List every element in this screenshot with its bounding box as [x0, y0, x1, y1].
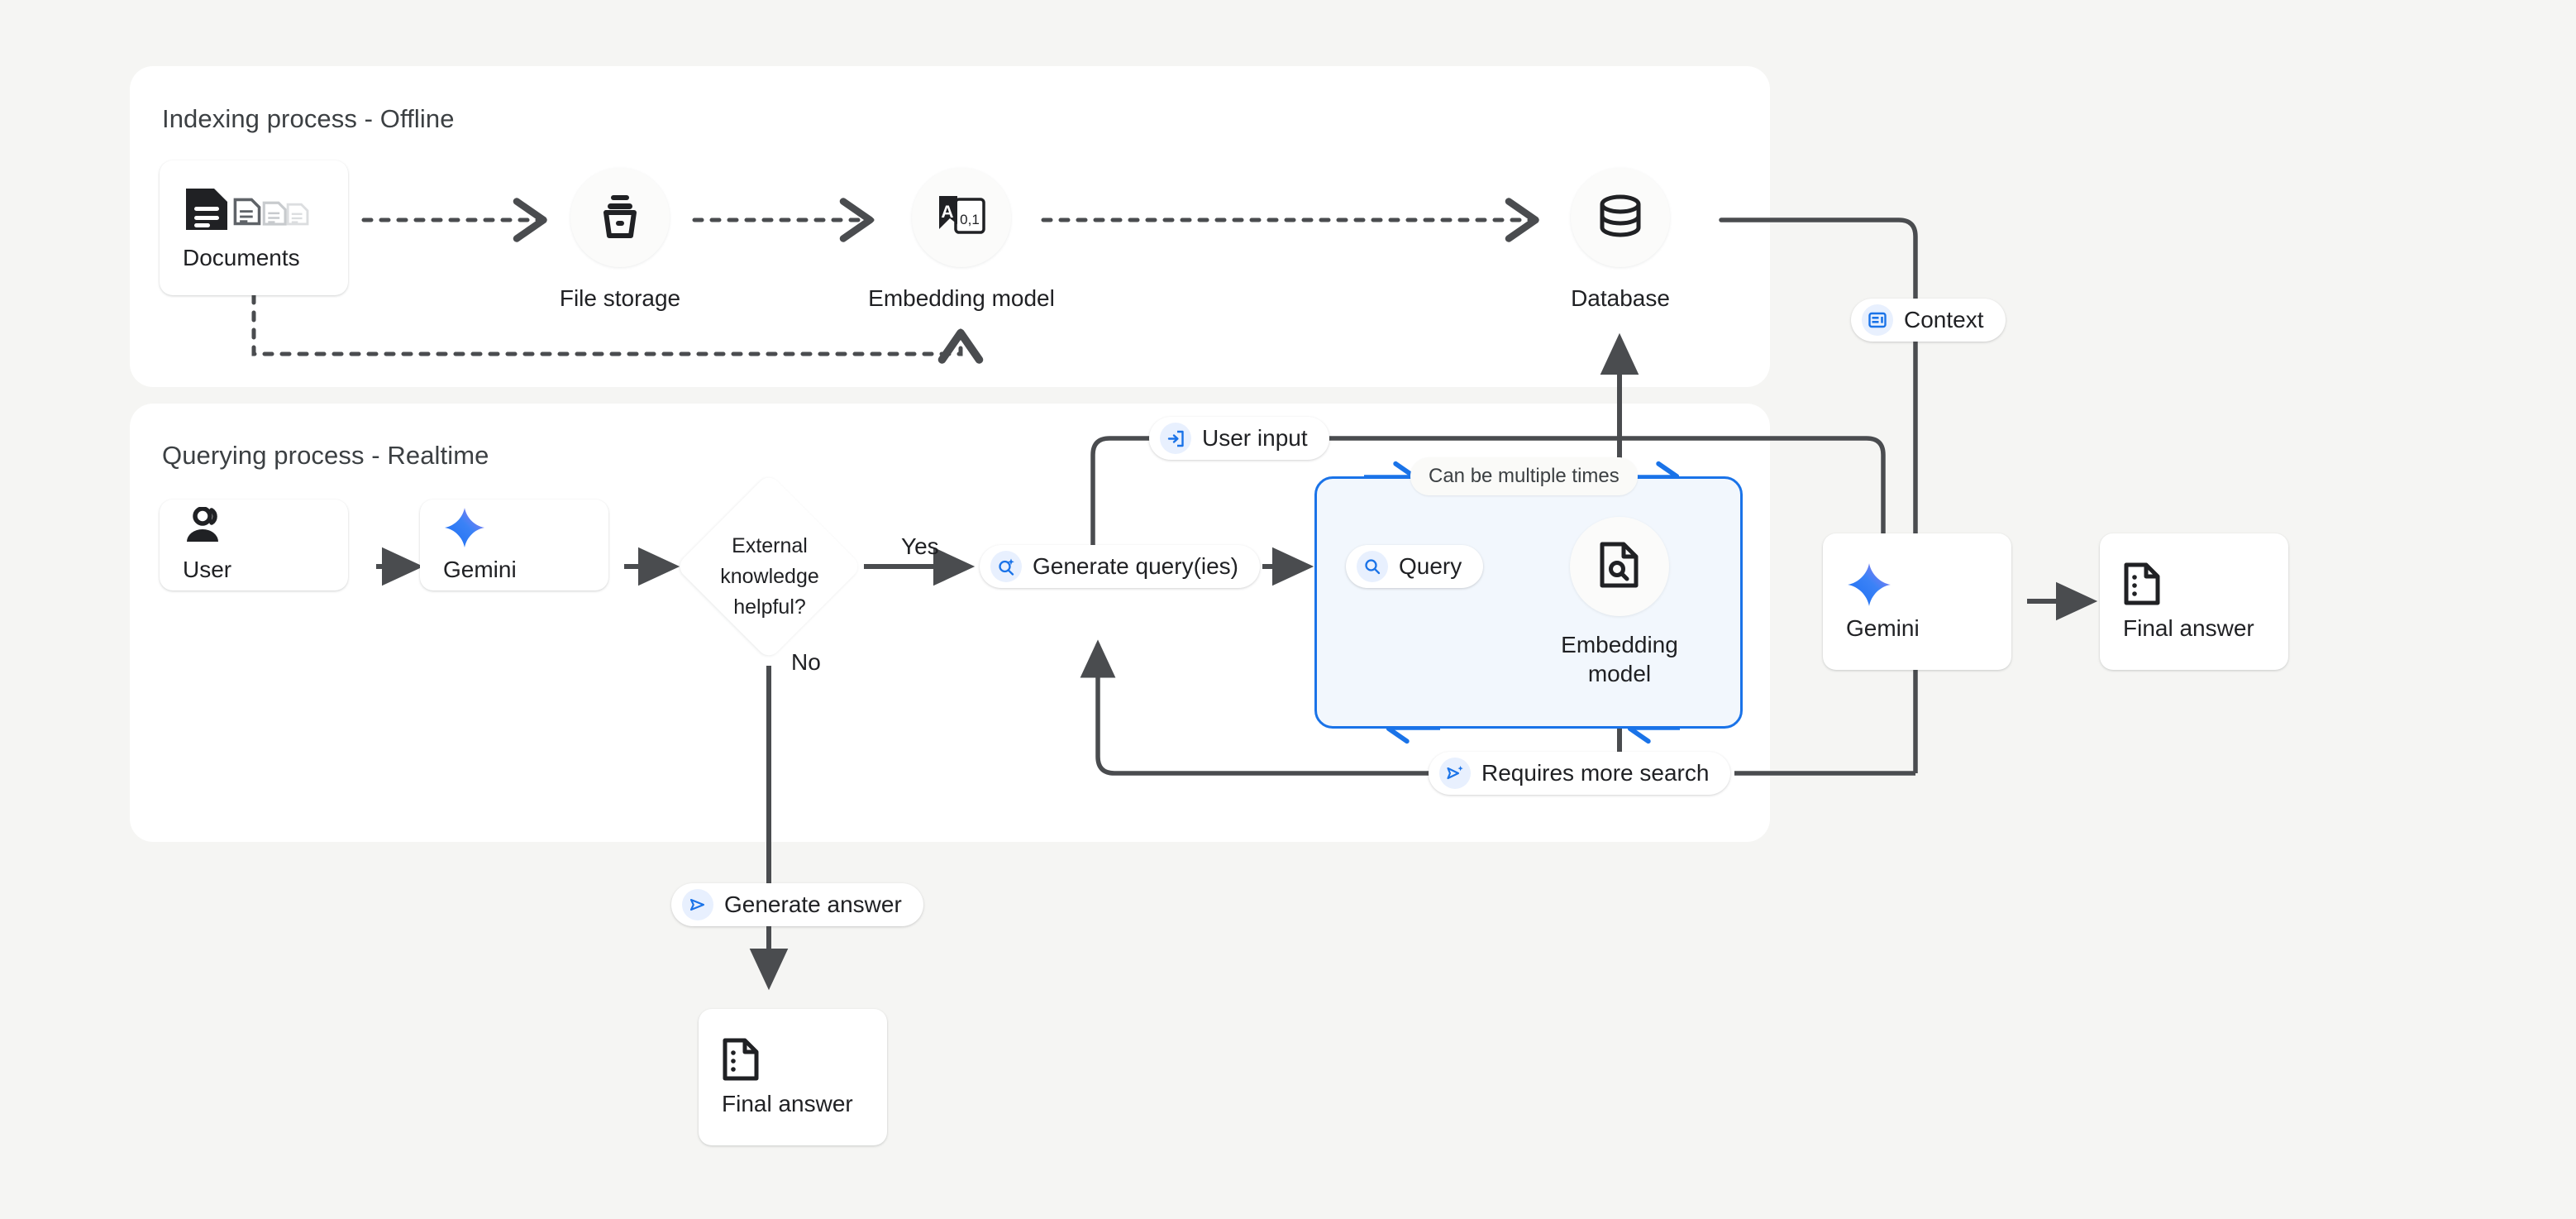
querying-panel-title: Querying process - Realtime: [162, 441, 489, 470]
final-answer-icon: [2123, 562, 2288, 605]
embedding-model-node-query[interactable]: [1570, 517, 1669, 616]
query-pill[interactable]: Query: [1346, 545, 1484, 588]
context-panel-icon: [1862, 304, 1893, 336]
documents-card[interactable]: Documents: [160, 160, 348, 295]
final-answer-icon: [722, 1038, 887, 1080]
generate-answer-label: Generate answer: [724, 892, 902, 917]
user-input-pill[interactable]: User input: [1149, 417, 1329, 460]
database-label: Database: [1571, 285, 1670, 311]
search-icon: [1357, 551, 1388, 582]
documents-label: Documents: [183, 244, 300, 270]
send-sparkle-icon: [1439, 758, 1471, 789]
svg-text:A: A: [941, 203, 953, 222]
text-embedding-icon: 0,1 A: [936, 193, 987, 243]
decision-line-1: External: [732, 534, 808, 557]
send-icon: [682, 889, 713, 920]
yes-edge-label: Yes: [901, 533, 939, 559]
gemini-label-left: Gemini: [443, 557, 517, 582]
generate-queries-pill[interactable]: Generate query(ies): [980, 545, 1261, 588]
database-icon: [1597, 194, 1643, 241]
no-edge-label: No: [791, 649, 821, 675]
decision-line-2: knowledge: [720, 565, 819, 588]
gemini-sparkle-icon: [443, 507, 608, 547]
can-be-multiple-times-pill: Can be multiple times: [1410, 457, 1638, 495]
can-be-multiple-times-label: Can be multiple times: [1429, 465, 1620, 487]
requires-more-search-label: Requires more search: [1481, 760, 1710, 786]
user-input-pill-label: User input: [1202, 425, 1308, 451]
requires-more-search-pill[interactable]: Requires more search: [1429, 752, 1731, 795]
embedding-model-node-indexing[interactable]: 0,1 A: [912, 168, 1011, 267]
generate-queries-label: Generate query(ies): [1033, 553, 1239, 579]
final-answer-card-right[interactable]: Final answer: [2100, 533, 2288, 670]
file-storage-label: File storage: [559, 285, 681, 311]
svg-text:0,1: 0,1: [960, 212, 980, 227]
embedding-model-query-line1: Embedding: [1561, 632, 1678, 657]
query-pill-label: Query: [1399, 553, 1462, 579]
gemini-card-right[interactable]: Gemini: [1823, 533, 2011, 670]
indexing-panel-title: Indexing process - Offline: [162, 104, 455, 133]
final-answer-card-bottom[interactable]: Final answer: [699, 1009, 887, 1145]
context-pill-label: Context: [1904, 307, 1984, 332]
final-answer-label-bottom: Final answer: [722, 1090, 853, 1116]
generate-answer-pill[interactable]: Generate answer: [671, 883, 923, 926]
documents-icon: [183, 185, 348, 233]
decision-line-3: helpful?: [733, 595, 806, 619]
embedding-model-label-indexing: Embedding model: [868, 285, 1055, 311]
embedding-model-query-line2: model: [1587, 661, 1652, 686]
retrieval-loop-box: [1314, 476, 1743, 729]
user-icon: [183, 506, 348, 545]
decision-diamond-text: External knowledge helpful?: [699, 531, 841, 623]
file-storage-icon: [599, 194, 642, 242]
final-answer-label-right: Final answer: [2123, 614, 2254, 641]
embedding-model-label-query: Embedding model: [1545, 630, 1694, 688]
gemini-card-left[interactable]: Gemini: [420, 500, 608, 590]
user-card[interactable]: User: [160, 500, 348, 590]
document-search-icon: [1599, 542, 1640, 592]
search-sparkle-icon: [990, 551, 1022, 582]
gemini-sparkle-icon: [1846, 562, 2011, 606]
gemini-label-right: Gemini: [1846, 614, 1920, 641]
database-node[interactable]: [1571, 168, 1670, 267]
user-label: User: [183, 557, 232, 582]
context-pill[interactable]: Context: [1851, 299, 2006, 342]
file-storage-node[interactable]: [570, 168, 670, 267]
input-arrow-icon: [1160, 423, 1191, 454]
